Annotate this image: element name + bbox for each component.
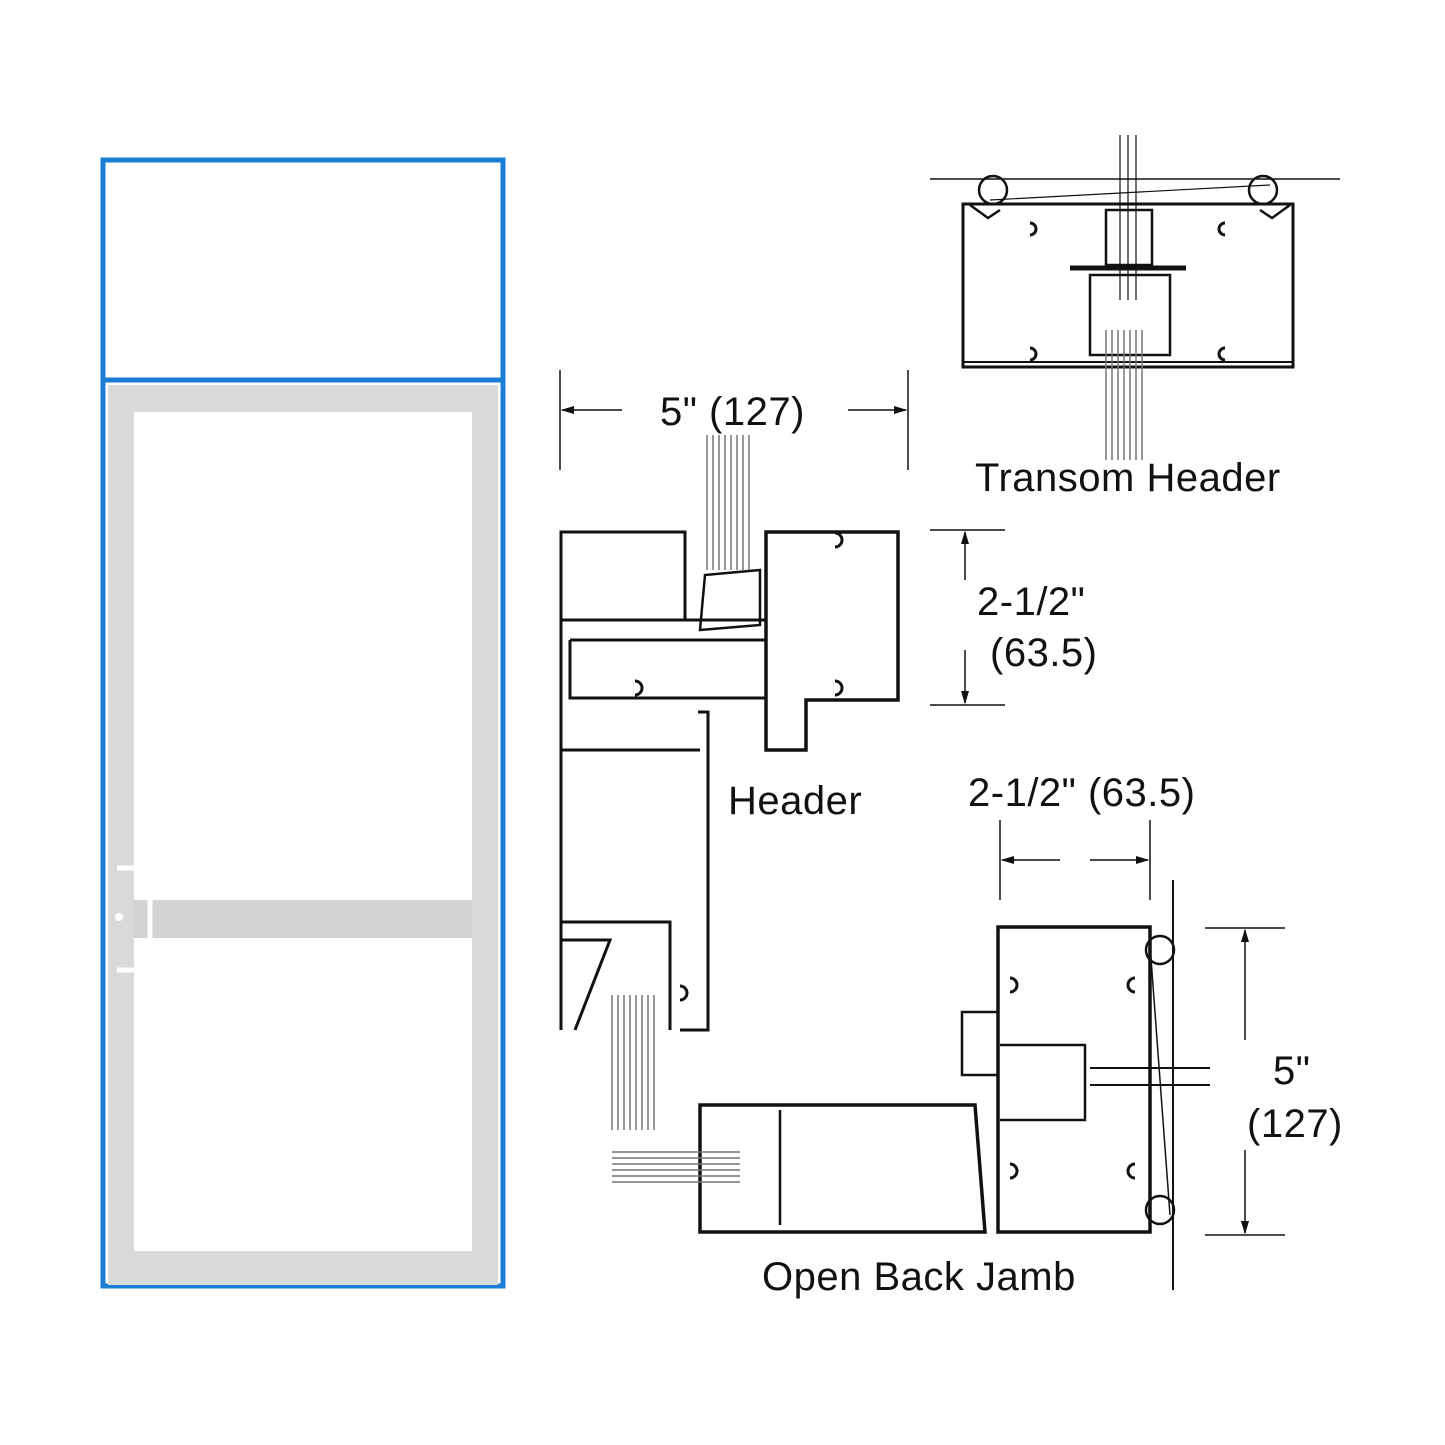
jamb-face-dimension: 2-1/2" (63.5) xyxy=(968,771,1196,815)
dimension-lines xyxy=(559,370,1285,1236)
upper-glass-lite xyxy=(134,412,472,900)
header-label: Header xyxy=(728,779,863,823)
jamb-depth-dimension-line1: 5" xyxy=(1273,1049,1311,1093)
transom-header-detail xyxy=(930,135,1340,460)
open-back-jamb-label: Open Back Jamb xyxy=(762,1255,1076,1299)
lock-cylinder xyxy=(115,913,123,921)
jamb-depth-dimension-line2: (127) xyxy=(1247,1102,1343,1146)
header-detail xyxy=(559,435,900,1130)
transom-header-label: Transom Header xyxy=(975,456,1281,500)
header-face-dimension-line2: (63.5) xyxy=(990,631,1098,675)
door-pull-handle xyxy=(117,865,153,973)
mid-rail xyxy=(134,900,472,938)
door-elevation xyxy=(100,157,506,1289)
header-depth-dimension: 5" (127) xyxy=(660,390,805,434)
jamb-detail xyxy=(612,880,1210,1290)
header-face-dimension-line1: 2-1/2" xyxy=(977,580,1086,624)
transom-panel xyxy=(100,157,506,383)
lower-glass-lite xyxy=(134,938,472,1251)
